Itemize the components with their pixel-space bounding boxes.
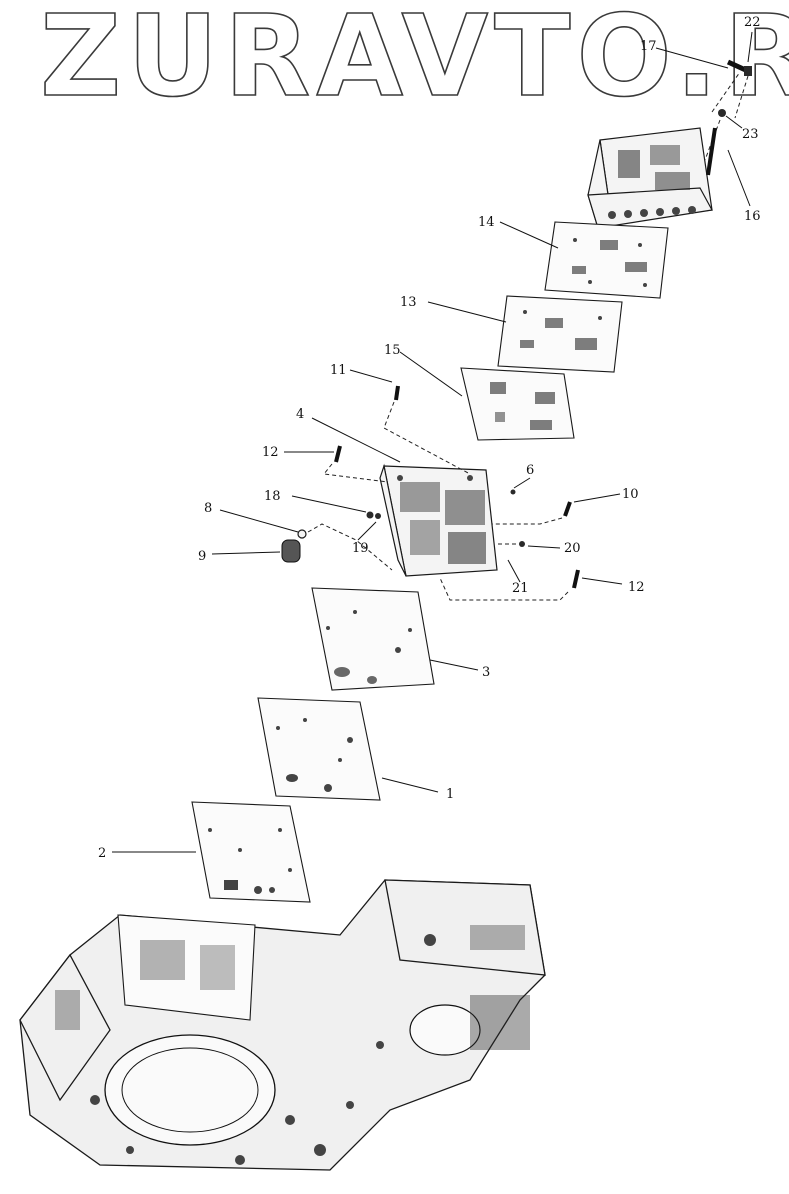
plate-15 [460, 367, 575, 441]
bolt-12-lower [439, 569, 580, 601]
callout-2: 2 [98, 846, 106, 861]
callout-12-upper: 12 [262, 445, 279, 460]
callout-17: 17 [640, 39, 657, 54]
check-ball-18 [366, 511, 374, 519]
callout-3: 3 [482, 665, 490, 680]
callout-6: 6 [526, 463, 534, 478]
callout-14: 14 [478, 215, 495, 230]
callout-11: 11 [330, 363, 347, 378]
callout-labels: 1 2 3 4 6 8 9 10 11 12 12 13 14 15 16 17… [98, 15, 761, 861]
callout-1: 1 [446, 787, 454, 802]
callout-13: 13 [400, 295, 417, 310]
callout-4: 4 [296, 407, 304, 422]
callout-19: 19 [352, 541, 369, 556]
plate-3 [311, 587, 435, 691]
callout-20: 20 [564, 541, 581, 556]
leader-lines [112, 31, 753, 853]
bolt-22 [734, 66, 752, 119]
watermark-text: ZURAVTO.RU [40, 0, 789, 122]
callout-8: 8 [204, 501, 212, 516]
transmission-housing [19, 879, 546, 1171]
plug-20 [498, 541, 525, 547]
plate-2 [191, 801, 311, 903]
callout-12-lower: 12 [628, 580, 645, 595]
ball-6 [510, 489, 516, 495]
bolt-16 [706, 127, 717, 176]
callout-21: 21 [512, 581, 529, 596]
callout-16: 16 [744, 209, 761, 224]
top-valve-cover [587, 127, 713, 229]
bolt-11 [383, 385, 471, 475]
bolt-12-upper [323, 445, 389, 483]
spring-9 [281, 523, 393, 571]
callout-15: 15 [384, 343, 401, 358]
callout-23: 23 [742, 127, 759, 142]
callout-18: 18 [264, 489, 281, 504]
ball-8 [297, 529, 307, 539]
callout-9: 9 [198, 549, 206, 564]
plate-14 [544, 221, 669, 299]
valve-body-4 [379, 463, 498, 577]
plate-1 [257, 697, 381, 801]
bolt-10 [492, 501, 572, 525]
callout-22: 22 [744, 15, 761, 30]
plug-19 [375, 513, 381, 519]
plate-13 [497, 295, 623, 373]
callout-10: 10 [622, 487, 639, 502]
